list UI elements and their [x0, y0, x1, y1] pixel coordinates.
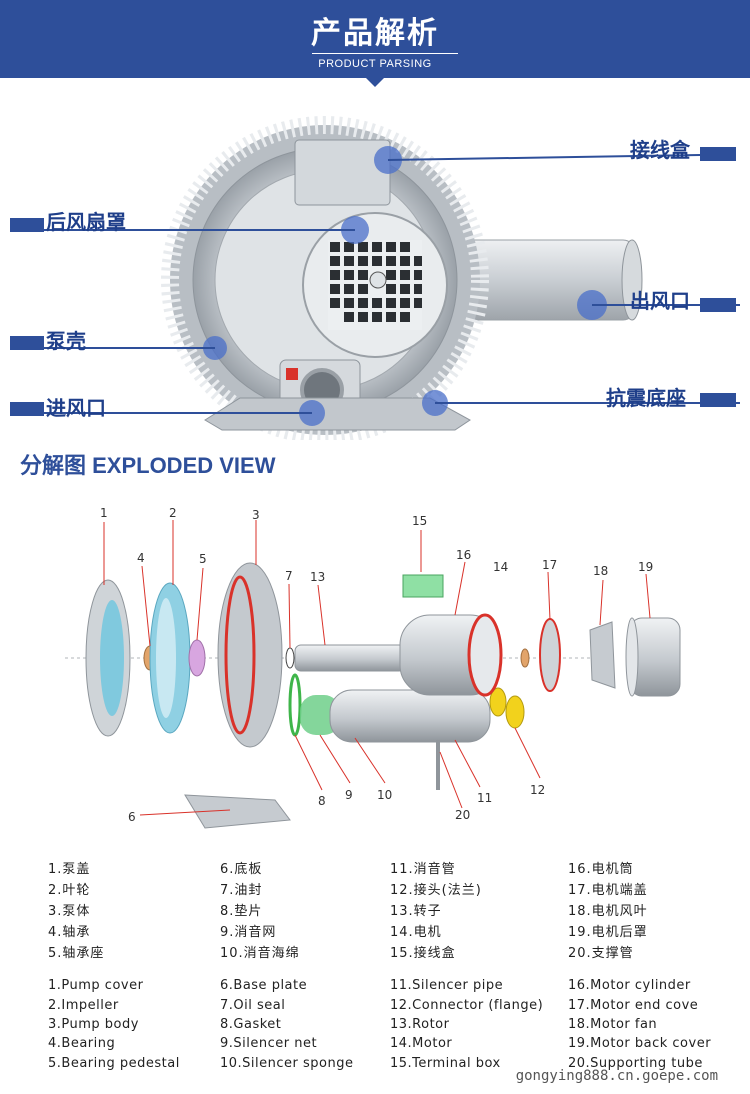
- part-number-2: 2: [169, 506, 177, 520]
- callout-bar-terminal-box: [700, 147, 736, 161]
- page-title: 产品解析: [311, 16, 439, 51]
- legend-zh-item: 12.接头(法兰): [390, 883, 482, 898]
- part-number-6: 6: [128, 810, 136, 824]
- legend-en-item: 18.Motor fan: [568, 1017, 658, 1032]
- part-number-11: 11: [477, 791, 493, 805]
- part-motor-end-cover: [539, 618, 561, 692]
- legend-zh-item: 9.消音网: [220, 925, 277, 940]
- part-number-7: 7: [285, 569, 293, 583]
- legend-en-item: 1.Pump cover: [48, 978, 144, 993]
- legend-zh-item: 3.泵体: [48, 904, 91, 919]
- callout-bar-pump-shell: [10, 336, 44, 350]
- legend-zh-item: 4.轴承: [48, 925, 91, 940]
- part-motor-fan: [589, 621, 616, 689]
- part-pump-body: [217, 562, 283, 748]
- legend-en-item: 12.Connector (flange): [390, 998, 544, 1013]
- callout-rear-fan-cover: 后风扇罩: [46, 210, 126, 234]
- callout-bar-fan-cover: [10, 218, 44, 232]
- legend-en-item: 3.Pump body: [48, 1017, 139, 1032]
- legend-en-item: 14.Motor: [390, 1036, 453, 1051]
- product-illustration: [12, 116, 740, 440]
- part-bearing-pedestal: [188, 639, 206, 677]
- legend-en-item: 15.Terminal box: [390, 1056, 501, 1071]
- legend-zh-item: 14.电机: [390, 925, 442, 940]
- header-banner: 产品解析 PRODUCT PARSING: [0, 0, 750, 78]
- legend-en-item: 13.Rotor: [390, 1017, 450, 1032]
- legend-en-item: 9.Silencer net: [220, 1036, 318, 1051]
- legend-en-item: 11.Silencer pipe: [390, 978, 504, 993]
- part-number-13: 13: [310, 570, 326, 584]
- exploded-illustration: [65, 520, 681, 829]
- legend-zh-item: 13.转子: [390, 904, 442, 919]
- callout-terminal-box: 接线盒: [630, 138, 690, 162]
- legend-en-item: 16.Motor cylinder: [568, 978, 691, 993]
- part-silencer-net: [300, 695, 340, 735]
- legend-zh-item: 1.泵盖: [48, 862, 91, 877]
- warning-label: [286, 368, 298, 380]
- legend-zh-item: 16.电机筒: [568, 862, 634, 877]
- exploded-view-title: 分解图 EXPLODED VIEW: [20, 453, 276, 478]
- part-number-5: 5: [199, 552, 207, 566]
- legend-zh-item: 6.底板: [220, 862, 263, 877]
- title-divider: [312, 53, 458, 54]
- callout-bar-base: [700, 393, 736, 407]
- part-number-16: 16: [456, 548, 472, 562]
- watermark: gongying888.cn.goepe.com: [515, 1068, 718, 1084]
- part-number-18: 18: [593, 564, 609, 578]
- legend-zh-item: 20.支撑管: [568, 946, 634, 961]
- legend-zh-item: 15.接线盒: [390, 946, 456, 961]
- part-terminal-box: [402, 574, 444, 598]
- part-number-20: 20: [455, 808, 471, 822]
- legend-en-item: 5.Bearing pedestal: [48, 1056, 180, 1071]
- legend-zh-item: 10.消音海绵: [220, 946, 300, 961]
- callout-shockproof-base: 抗震底座: [606, 386, 686, 410]
- fan-grille: [328, 240, 422, 330]
- callout-bar-outlet: [700, 298, 736, 312]
- part-connector-flange: [505, 695, 525, 729]
- legend-en-item: 19.Motor back cover: [568, 1036, 712, 1051]
- part-number-4: 4: [137, 551, 145, 565]
- legend-en-item: 20.Supporting tube: [568, 1056, 703, 1071]
- legend-en-item: 6.Base plate: [220, 978, 308, 993]
- callout-bar-inlet: [10, 402, 44, 416]
- part-number-10: 10: [377, 788, 393, 802]
- part-gasket: [288, 673, 302, 737]
- part-number-3: 3: [252, 508, 260, 522]
- part-number-14: 14: [493, 560, 509, 574]
- base-feet: [204, 397, 471, 431]
- page-subtitle: PRODUCT PARSING: [318, 58, 432, 70]
- legend-zh-item: 18.电机风叶: [568, 904, 648, 919]
- legend-en-item: 17.Motor end cove: [568, 998, 699, 1013]
- callout-air-outlet: 出风口: [630, 289, 690, 313]
- part-number-12: 12: [530, 783, 546, 797]
- callout-pump-shell: 泵壳: [46, 329, 86, 353]
- callout-air-inlet: 进风口: [46, 396, 106, 420]
- part-number-1: 1: [100, 506, 108, 520]
- header-notch: [366, 78, 384, 87]
- legend-zh-item: 2.叶轮: [48, 883, 91, 898]
- part-number-9: 9: [345, 788, 353, 802]
- legend-zh-item: 7.油封: [220, 883, 263, 898]
- part-rotor: [294, 644, 406, 672]
- part-number-8: 8: [318, 794, 326, 808]
- part-number-15: 15: [412, 514, 428, 528]
- legend-en-item: 4.Bearing: [48, 1036, 116, 1051]
- legend-zh-item: 19.电机后罩: [568, 925, 648, 940]
- legend-en-item: 10.Silencer sponge: [220, 1056, 354, 1071]
- outlet-opening: [621, 239, 643, 321]
- legend-zh-item: 17.电机端盖: [568, 883, 648, 898]
- part-number-17: 17: [542, 558, 558, 572]
- terminal-box: [294, 139, 391, 206]
- part-silencer-pipe: [329, 689, 491, 743]
- legend-zh-item: 8.垫片: [220, 904, 263, 919]
- legend-en-item: 8.Gasket: [220, 1017, 282, 1032]
- part-oil-seal: [285, 647, 295, 669]
- legend-en-item: 7.Oil seal: [220, 998, 286, 1013]
- legend-en-item: 2.Impeller: [48, 998, 119, 1013]
- part-base-plate: [184, 794, 291, 829]
- part-number-19: 19: [638, 560, 654, 574]
- legend-zh-item: 11.消音管: [390, 862, 456, 877]
- legend-zh-item: 5.轴承座: [48, 946, 105, 961]
